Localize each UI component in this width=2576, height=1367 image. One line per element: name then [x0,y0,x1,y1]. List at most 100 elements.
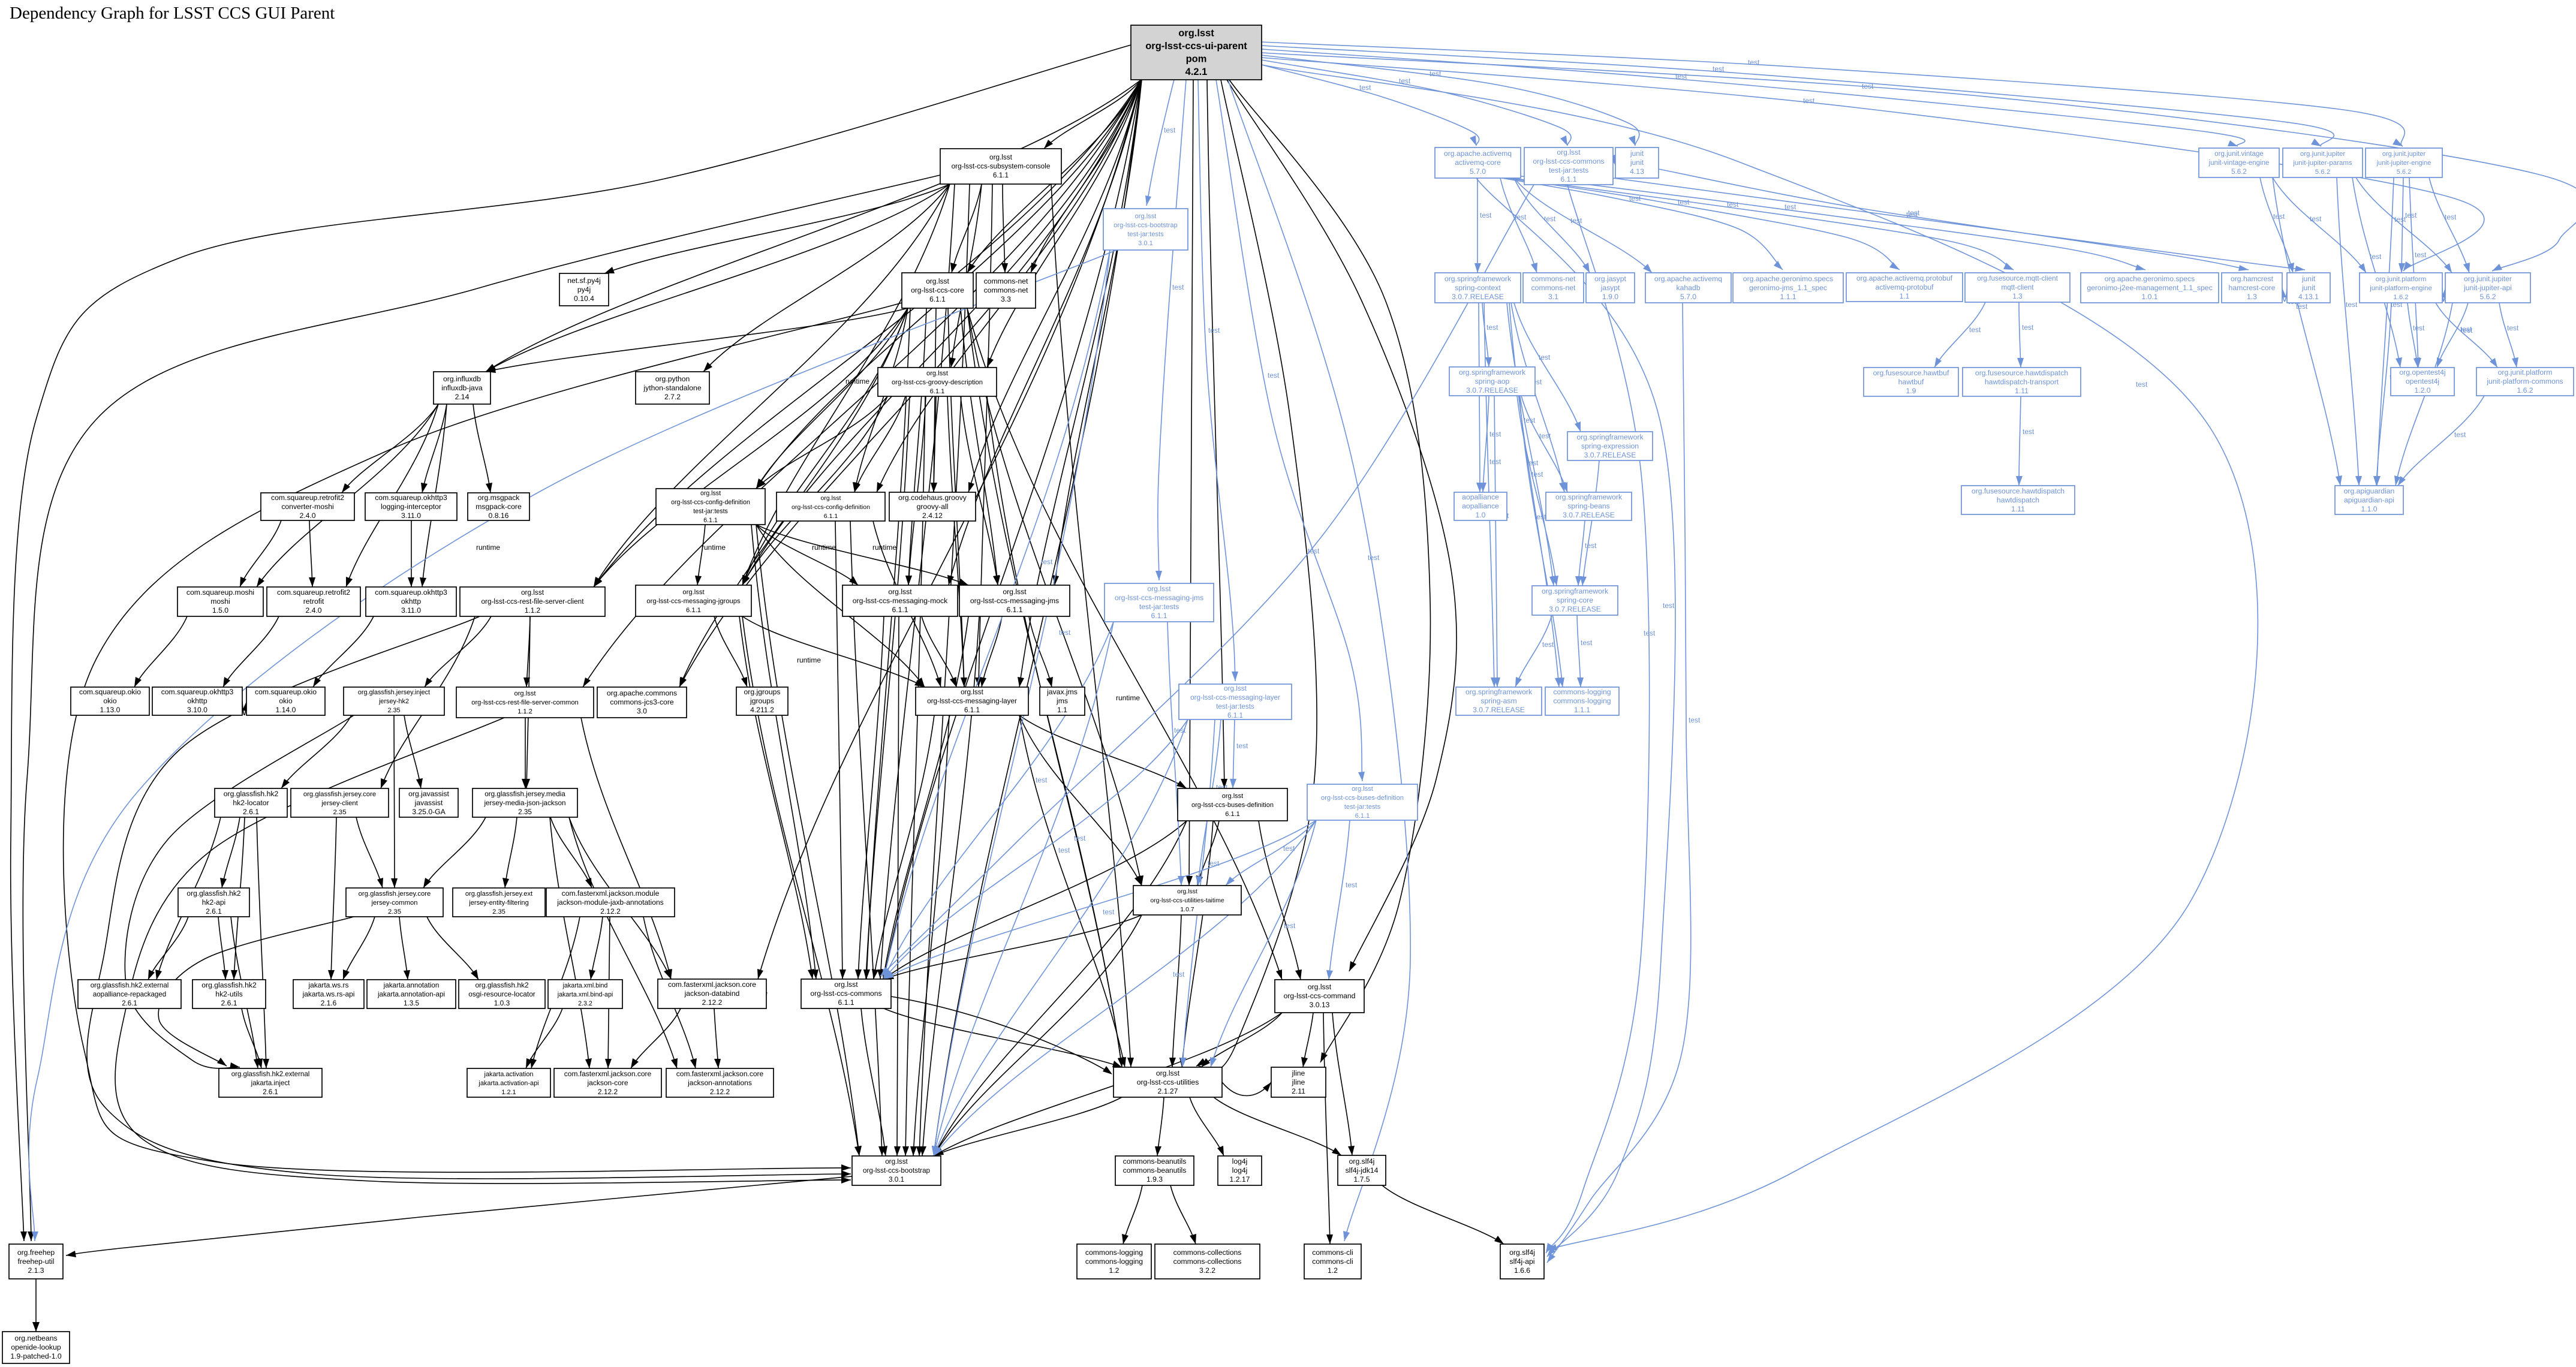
svg-text:3.0.7.RELEASE: 3.0.7.RELEASE [1466,386,1518,395]
svg-text:org.influxdb: org.influxdb [443,375,481,383]
svg-text:okhttp: okhttp [187,697,207,705]
svg-text:kahadb: kahadb [1677,284,1701,292]
svg-text:jersey-entity-filtering: jersey-entity-filtering [468,899,529,907]
svg-text:5.6.2: 5.6.2 [2397,168,2412,176]
svg-text:org-lsst-ccs-utilities-taitime: org-lsst-ccs-utilities-taitime [1150,898,1224,904]
svg-text:test: test [1629,194,1641,203]
svg-text:runtime: runtime [1116,694,1140,702]
svg-text:org-lsst-ccs-messaging-jgroups: org-lsst-ccs-messaging-jgroups [646,598,741,605]
svg-text:test: test [1784,203,1796,211]
svg-text:org-lsst-ccs-config-definition: org-lsst-ccs-config-definition [792,504,870,511]
svg-text:javax.jms: javax.jms [1046,688,1078,696]
svg-text:org-lsst-ccs-groovy-descriptio: org-lsst-ccs-groovy-description [892,379,983,386]
svg-text:org.apiguardian: org.apiguardian [2344,487,2395,495]
svg-text:org-lsst-ccs-rest-file-server-: org-lsst-ccs-rest-file-server-common [471,699,579,706]
svg-text:org.lsst: org.lsst [1177,889,1197,895]
svg-text:org.junit.platform: org.junit.platform [2376,276,2427,283]
svg-text:org-lsst-ccs-bootstrap: org-lsst-ccs-bootstrap [1114,222,1178,229]
svg-text:jline: jline [1292,1078,1305,1086]
svg-text:org.glassfish.jersey.media: org.glassfish.jersey.media [484,790,565,798]
svg-text:commons-cli: commons-cli [1312,1257,1353,1266]
svg-text:2.6.1: 2.6.1 [243,808,259,816]
svg-text:com.squareup.okio: com.squareup.okio [255,688,317,696]
svg-text:com.fasterxml.jackson.core: com.fasterxml.jackson.core [668,980,756,989]
svg-text:org.lsst: org.lsst [926,277,949,285]
svg-text:1.1.1: 1.1.1 [1574,706,1590,714]
svg-text:org.junit.jupiter: org.junit.jupiter [2300,150,2346,158]
svg-text:org.apache.activemq: org.apache.activemq [1654,275,1722,283]
svg-text:2.6.1: 2.6.1 [206,907,222,916]
svg-text:1.2: 1.2 [1109,1266,1120,1275]
svg-text:org-lsst-ccs-buses-definition: org-lsst-ccs-buses-definition [1321,794,1404,802]
svg-text:test: test [1268,371,1280,380]
svg-text:3.2.2: 3.2.2 [1199,1266,1215,1275]
svg-text:3.0.7.RELEASE: 3.0.7.RELEASE [1473,706,1525,714]
svg-text:log4j: log4j [1232,1157,1248,1166]
svg-text:org.lsst: org.lsst [1308,983,1332,991]
svg-text:freehep-util: freehep-util [18,1257,55,1266]
svg-text:commons-collections: commons-collections [1173,1248,1242,1257]
svg-text:test: test [2310,215,2322,223]
svg-text:geronimo-j2ee-management_1.1_s: geronimo-j2ee-management_1.1_spec [2087,284,2212,292]
svg-text:com.squareup.okhttp3: com.squareup.okhttp3 [161,688,234,696]
svg-text:test: test [2273,212,2285,221]
svg-text:commons-jcs3-core: commons-jcs3-core [610,698,674,706]
svg-text:junit: junit [1630,149,1644,158]
svg-text:2.4.0: 2.4.0 [305,606,321,615]
svg-text:com.squareup.retrofit2: com.squareup.retrofit2 [277,588,350,597]
svg-text:org.lsst: org.lsst [1224,685,1247,692]
svg-text:org.lsst: org.lsst [1222,793,1243,800]
svg-text:test: test [2461,326,2473,335]
svg-text:test: test [1727,200,1739,209]
svg-text:commons-logging: commons-logging [1085,1248,1143,1257]
svg-text:5.6.2: 5.6.2 [2231,168,2247,176]
svg-text:logging-interceptor: logging-interceptor [381,502,441,511]
svg-text:junit-platform-commons: junit-platform-commons [2486,377,2563,386]
svg-text:test-jar:tests: test-jar:tests [1549,166,1588,174]
svg-text:org.fusesource.hawtdispatch: org.fusesource.hawtdispatch [1975,369,2068,377]
svg-text:org-lsst-ccs-command: org-lsst-ccs-command [1284,992,1356,1000]
svg-text:org.netbeans: org.netbeans [14,1334,57,1342]
svg-text:runtime: runtime [845,377,869,386]
svg-text:spring-core: spring-core [1557,596,1593,604]
svg-text:test-jar:tests: test-jar:tests [693,508,728,515]
svg-text:2.7.2: 2.7.2 [664,393,681,401]
svg-text:org-lsst-ccs-commons: org-lsst-ccs-commons [810,989,881,998]
svg-text:org-lsst-ccs-messaging-jms: org-lsst-ccs-messaging-jms [970,597,1059,605]
svg-text:2.6.1: 2.6.1 [221,999,237,1007]
svg-text:1.14.0: 1.14.0 [276,706,296,714]
svg-text:6.1.1: 6.1.1 [964,706,980,714]
svg-text:spring-asm: spring-asm [1480,697,1516,705]
svg-text:org-lsst-ccs-buses-definition: org-lsst-ccs-buses-definition [1191,802,1274,809]
svg-text:org.lsst: org.lsst [834,980,858,989]
svg-text:test: test [1058,846,1070,854]
svg-text:1.6.2: 1.6.2 [2393,294,2408,301]
svg-text:com.fasterxml.jackson.core: com.fasterxml.jackson.core [676,1070,764,1078]
svg-text:runtime: runtime [702,543,726,552]
svg-text:test: test [1524,416,1536,424]
svg-text:test: test [1480,211,1492,219]
svg-text:junit-platform-engine: junit-platform-engine [2369,285,2432,292]
svg-text:org.glassfish.hk2: org.glassfish.hk2 [224,790,279,798]
svg-text:org.glassfish.hk2: org.glassfish.hk2 [475,981,528,989]
svg-text:test: test [1908,209,1920,217]
svg-text:test: test [1236,742,1248,750]
svg-text:3.0.7.RELEASE: 3.0.7.RELEASE [1452,293,1504,301]
svg-text:test: test [2454,430,2466,439]
svg-text:com.squareup.moshi: com.squareup.moshi [186,588,254,597]
svg-text:jakarta.ws.rs-api: jakarta.ws.rs-api [302,990,355,998]
svg-text:org.springframework: org.springframework [1555,493,1623,501]
svg-text:pom: pom [1186,54,1207,65]
svg-text:org.lsst: org.lsst [521,588,544,597]
svg-text:com.fasterxml.jackson.module: com.fasterxml.jackson.module [562,889,660,898]
svg-text:aopalliance-repackaged: aopalliance-repackaged [93,991,166,998]
svg-text:org.glassfish.hk2: org.glassfish.hk2 [201,981,257,989]
svg-text:org.jasypt: org.jasypt [1594,275,1626,283]
svg-text:1.1.2: 1.1.2 [517,708,532,715]
svg-text:jakarta.inject: jakarta.inject [251,1080,290,1087]
svg-text:commons-net: commons-net [1531,284,1576,292]
svg-text:org.fusesource.mqtt-client: org.fusesource.mqtt-client [1977,275,2059,282]
svg-text:org.hamcrest: org.hamcrest [2231,275,2274,283]
svg-text:org.apache.geronimo.specs: org.apache.geronimo.specs [1743,275,1833,283]
svg-text:test: test [2394,215,2406,224]
